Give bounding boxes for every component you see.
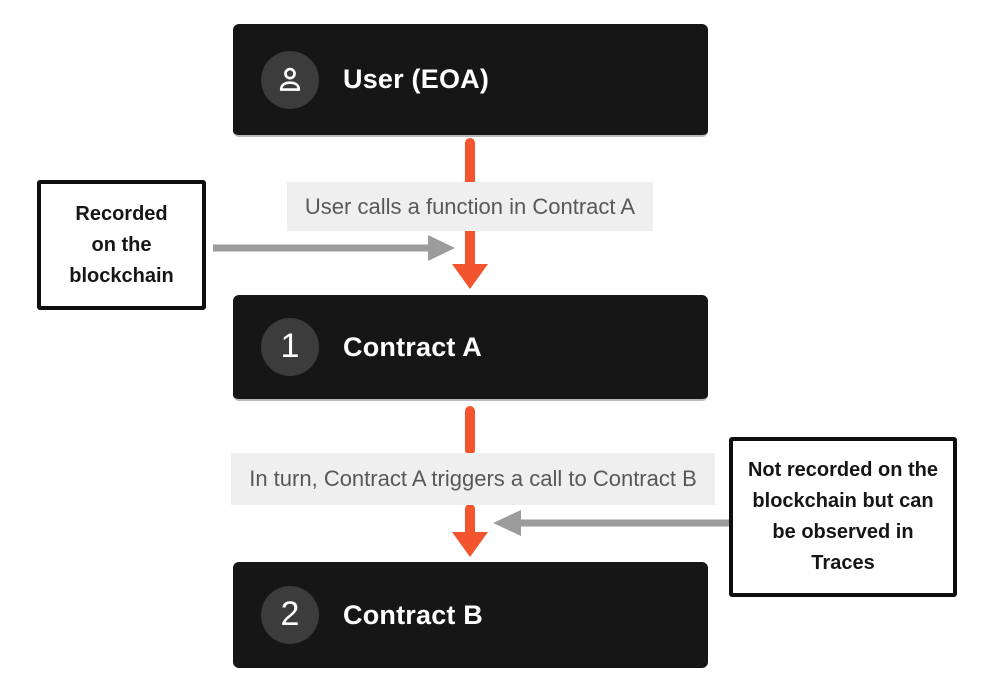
arrow-user-to-contract-a [452,138,488,289]
pointer-recorded-note [213,235,455,261]
node-contract-a: 1 Contract A [233,295,708,401]
note-line: on the [91,233,152,256]
pointer-not-recorded-note [493,510,729,536]
note-recorded-on-blockchain: Recorded on the blockchain [37,180,206,310]
note-not-recorded-traces: Not recorded on the blockchain but can b… [729,437,957,597]
note-line: Recorded [75,202,168,225]
note-line: be observed in [772,521,914,543]
note-line: blockchain [69,264,174,287]
arrow-contract-a-to-contract-b [452,406,488,557]
step-1-badge: 1 [261,318,319,376]
node-contract-b: 2 Contract B [233,562,708,668]
edge-label-contract-a-triggers: In turn, Contract A triggers a call to C… [231,453,715,505]
note-line: Traces [811,552,875,574]
node-user-eoa: User (EOA) [233,24,708,137]
node-label-contract-b: Contract B [343,599,484,630]
step-1-number: 1 [280,327,300,365]
user-icon [279,67,301,91]
step-2-badge: 2 [261,586,319,644]
node-label-contract-a: Contract A [343,331,483,362]
edge-label-user-calls: User calls a function in Contract A [287,182,653,231]
node-label-user-eoa: User (EOA) [343,64,490,94]
note-line: Not recorded on the [747,459,938,481]
note-line: blockchain but can [752,490,934,512]
step-2-number: 2 [280,595,300,633]
user-avatar-badge [261,50,319,109]
